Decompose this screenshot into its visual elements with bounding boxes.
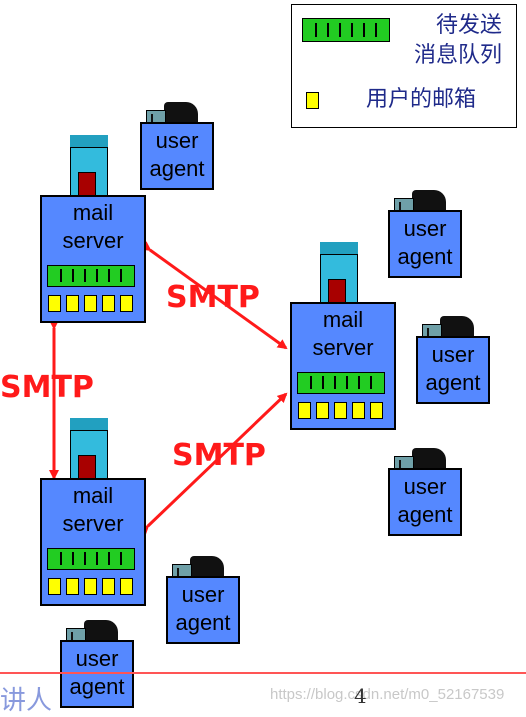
queue-legend-label: 待发送 消息队列 [413,13,502,68]
server-tower [70,418,108,486]
outgoing-queue [47,265,135,287]
legend: 待发送 消息队列 用户的邮箱 [291,4,517,128]
mailbox [66,295,79,312]
mailbox-legend-label: 用户的邮箱 [366,87,477,112]
smtp-label-top: SMTP [166,280,260,315]
outgoing-queue [47,548,135,570]
mailbox [120,578,133,595]
mailbox-legend-swatch [306,92,319,109]
watermark: https://blog.csdn.net/m0_52167539 [270,686,505,703]
mailbox [102,578,115,595]
mailbox [120,295,133,312]
arrow-server1-server2 [140,241,288,350]
footer-text: 讲人 [0,686,53,716]
footer-divider [0,672,526,674]
arrow-server3-server2 [138,392,288,536]
mailbox [298,402,311,419]
smtp-label-bottom: SMTP [172,438,266,473]
mailbox [316,402,329,419]
mailbox [48,578,61,595]
mailbox [84,578,97,595]
server-tower [320,242,358,310]
outgoing-queue [297,372,385,394]
mailbox [84,295,97,312]
server-tower [70,135,108,203]
smtp-label-left: SMTP [0,370,94,405]
mailbox [102,295,115,312]
mailbox [66,578,79,595]
queue-legend-swatch [302,18,390,42]
mailbox [48,295,61,312]
mailbox [352,402,365,419]
mailbox [370,402,383,419]
page-number: 4 [354,684,367,708]
mailbox [334,402,347,419]
